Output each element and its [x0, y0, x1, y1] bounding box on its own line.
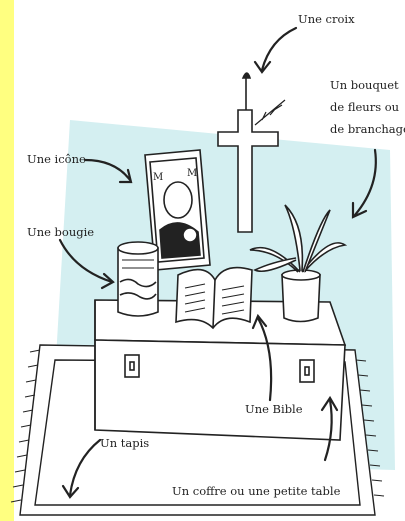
label-tapis: Un tapis — [100, 436, 149, 451]
label-bougie: Une bougie — [27, 225, 94, 240]
svg-text:M: M — [153, 172, 163, 183]
label-bouquet-line1: Un bouquet — [330, 78, 399, 93]
arrow-croix — [262, 28, 296, 70]
label-croix: Une croix — [298, 12, 355, 27]
label-bible: Une Bible — [245, 402, 303, 417]
svg-text:M: M — [187, 168, 197, 179]
label-bouquet-line3: de branchages — [330, 122, 405, 137]
label-icone: Une icône — [27, 152, 86, 167]
label-coffre: Un coffre ou une petite table — [172, 484, 340, 499]
candle-icon — [118, 242, 158, 316]
label-bouquet-line2: de fleurs ou — [330, 100, 399, 115]
